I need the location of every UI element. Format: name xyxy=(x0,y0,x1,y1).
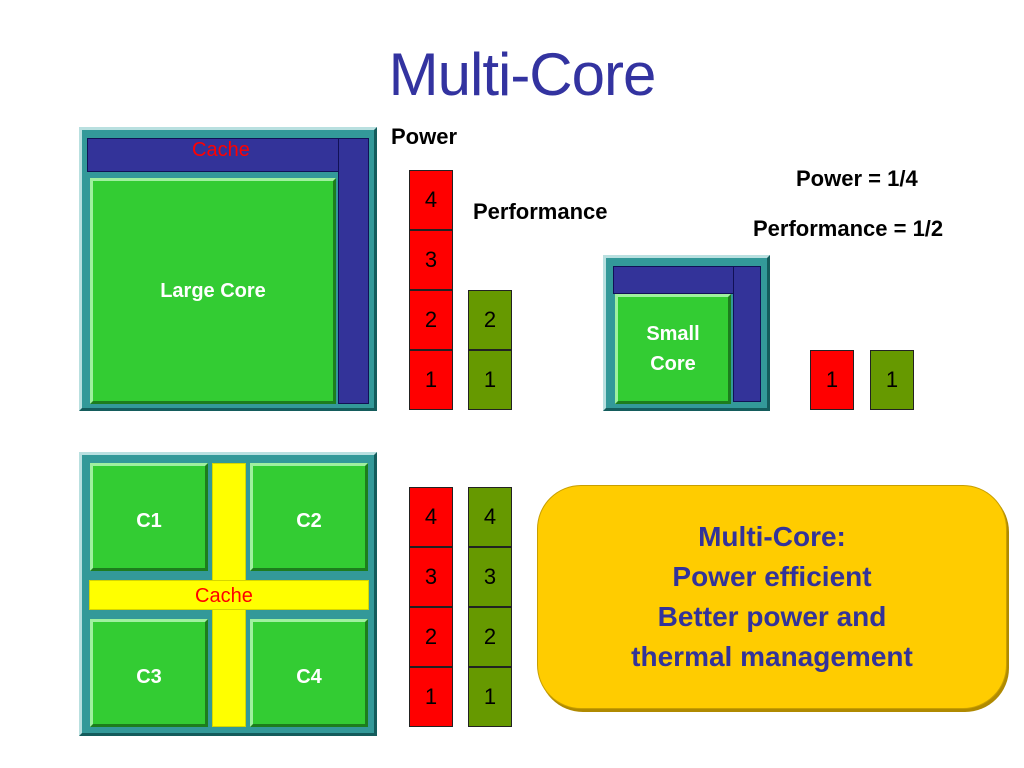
bar-cell: 1 xyxy=(409,350,453,410)
core-c3: C3 xyxy=(90,619,208,727)
multi-cache-label: Cache xyxy=(195,585,253,607)
small-cache-side-bar xyxy=(733,266,761,402)
large-cache-label: Cache xyxy=(192,139,250,161)
callout-line4: thermal management xyxy=(631,641,913,672)
bar-cell: 1 xyxy=(870,350,914,410)
large-core-label: Large Core xyxy=(160,280,266,302)
core-c2: C2 xyxy=(250,463,368,571)
cache-horizontal-bar xyxy=(89,580,369,610)
multi-performance-bar: 4 3 2 1 xyxy=(468,487,512,727)
bar-cell: 2 xyxy=(468,607,512,667)
bar-cell: 2 xyxy=(409,290,453,350)
bar-cell: 3 xyxy=(468,547,512,607)
small-core-label-line2: Core xyxy=(650,353,696,375)
small-core: Small Core xyxy=(615,294,731,404)
large-core-chip: Cache Large Core xyxy=(79,127,377,411)
small-performance-bar: 1 xyxy=(870,350,914,410)
multi-core-chip: Cache C1 C2 C3 C4 xyxy=(79,452,377,736)
core-c2-label: C2 xyxy=(296,510,322,532)
large-power-bar: 4 3 2 1 xyxy=(409,170,453,410)
large-cache-side-bar xyxy=(338,138,369,404)
bar-cell: 2 xyxy=(409,607,453,667)
page-title: Multi-Core xyxy=(388,41,657,108)
small-power-bar: 1 xyxy=(810,350,854,410)
core-c3-label: C3 xyxy=(136,666,162,688)
bar-cell: 4 xyxy=(409,170,453,230)
bar-cell: 4 xyxy=(409,487,453,547)
bar-cell: 4 xyxy=(468,487,512,547)
bar-cell: 3 xyxy=(409,230,453,290)
bar-cell: 2 xyxy=(468,290,512,350)
power-ratio-label: Power = 1/4 xyxy=(796,166,918,191)
large-core: Large Core xyxy=(90,178,336,404)
performance-label: Performance xyxy=(473,199,608,224)
multi-power-bar: 4 3 2 1 xyxy=(409,487,453,727)
bar-cell: 1 xyxy=(468,350,512,410)
small-core-chip: Small Core xyxy=(603,255,770,411)
small-core-label-line1: Small xyxy=(646,323,700,345)
multi-core-callout: Multi-Core: Power efficient Better power… xyxy=(537,485,1007,709)
power-label: Power xyxy=(391,124,458,149)
bar-cell: 1 xyxy=(810,350,854,410)
callout-line1: Multi-Core: xyxy=(698,521,846,552)
bar-cell: 1 xyxy=(409,667,453,727)
callout-line3: Better power and xyxy=(657,601,887,632)
core-c4: C4 xyxy=(250,619,368,727)
bar-cell: 3 xyxy=(409,547,453,607)
performance-ratio-label: Performance = 1/2 xyxy=(753,216,944,241)
core-c1-label: C1 xyxy=(136,510,162,532)
core-c1: C1 xyxy=(90,463,208,571)
callout-line2: Power efficient xyxy=(672,561,872,592)
core-c4-label: C4 xyxy=(296,666,322,688)
bar-cell: 1 xyxy=(468,667,512,727)
large-cache-top-bar xyxy=(87,138,369,172)
large-performance-bar: 2 1 xyxy=(468,290,512,410)
